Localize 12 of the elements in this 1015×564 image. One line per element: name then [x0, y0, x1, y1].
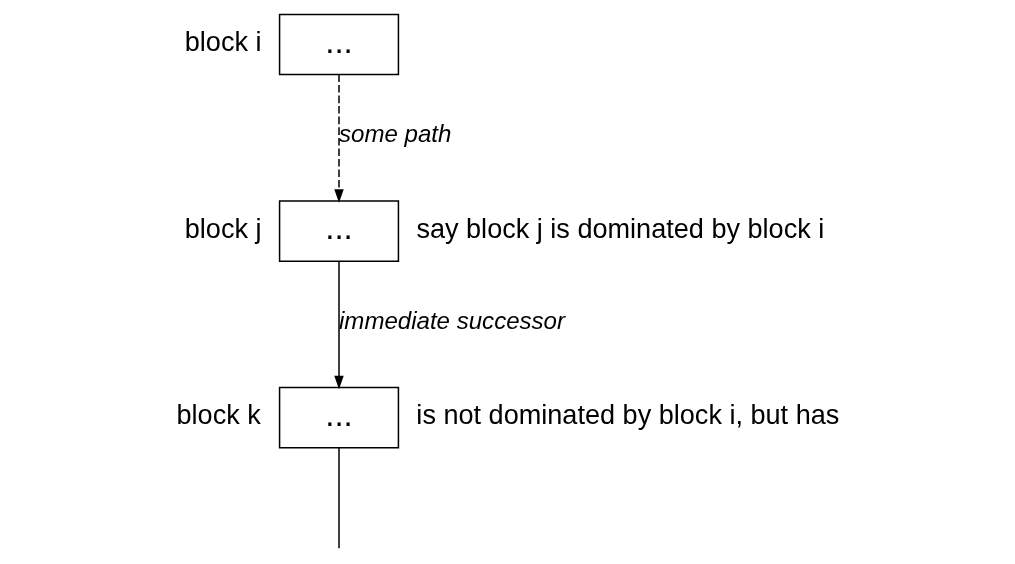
arrow [334, 73, 344, 203]
node-box: ... [278, 200, 400, 262]
node-label: is not dominated by block i, but has [416, 399, 840, 431]
node-label: block k [176, 399, 261, 431]
arrow [334, 260, 344, 390]
edge-label: some path [339, 120, 452, 147]
node-label: block j [184, 212, 262, 244]
connector [338, 447, 340, 550]
node-box: ... [278, 13, 400, 76]
node-label: block i [184, 26, 262, 58]
node-label: say block j is dominated by block i [416, 212, 825, 244]
node-box: ... [278, 386, 400, 449]
